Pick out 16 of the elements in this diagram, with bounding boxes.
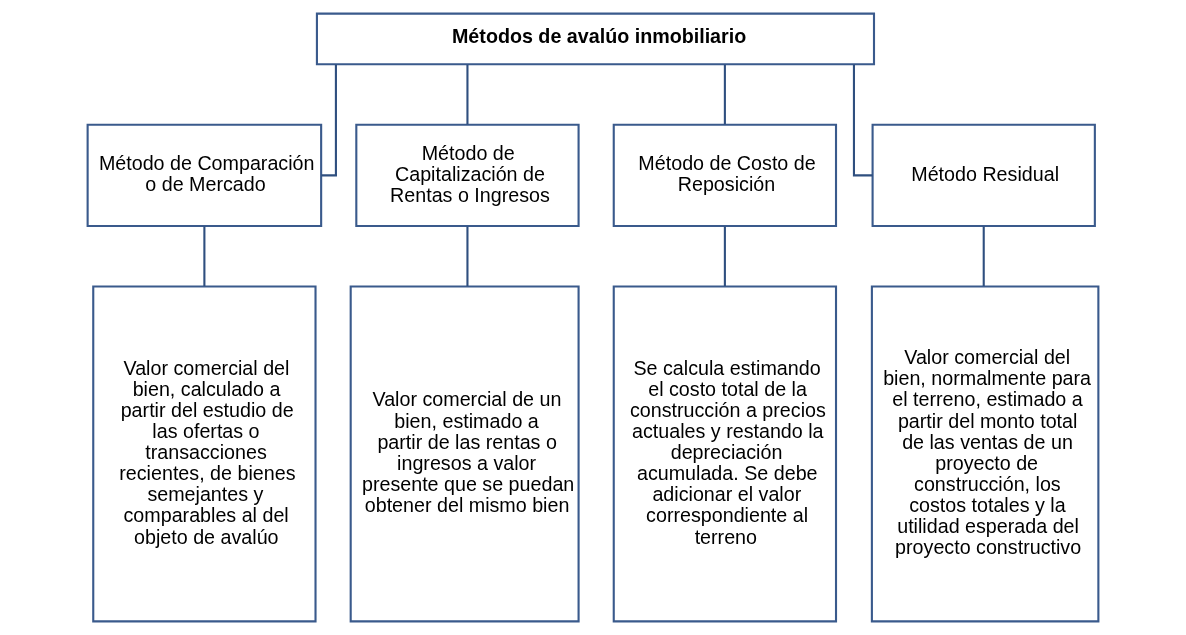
node-box: Método de Comparación o de Mercado [86, 123, 323, 228]
node-box: Método de Costo de Reposición [612, 123, 838, 228]
connector [466, 226, 469, 286]
connector [982, 226, 985, 286]
connector [723, 64, 726, 125]
node-box: Valor comercial de un bien, estimado a partir de las rentas o ingresos a valor presente que se puedan obtener del mismo bien [349, 285, 580, 623]
connector [723, 226, 726, 286]
node-box: Método de Capitalización de Rentas o Ingresos [355, 123, 580, 228]
node-box: Se calcula estimando el costo total de la construcción a precios actuales y restando la depreciación acumulada. Se debe adicionar el valor correspondiente al terreno [612, 285, 838, 623]
connector [466, 64, 469, 125]
connector [321, 64, 337, 177]
connector [203, 226, 206, 286]
node-box: Métodos de avalúo inmobiliario [315, 12, 876, 66]
node-box: Método Residual [871, 123, 1096, 228]
node-box: Valor comercial del bien, normalmente para el terreno, estimado a partir del monto total de las ventas de un proyecto de construcción, los costos totales y la utilidad esperada del proyecto constructivo [870, 285, 1100, 623]
node-box: Valor comercial del bien, calculado a partir del estudio de las ofertas o transacciones recientes, de bienes semejantes y comparables al del objeto de avalúo [92, 285, 317, 623]
